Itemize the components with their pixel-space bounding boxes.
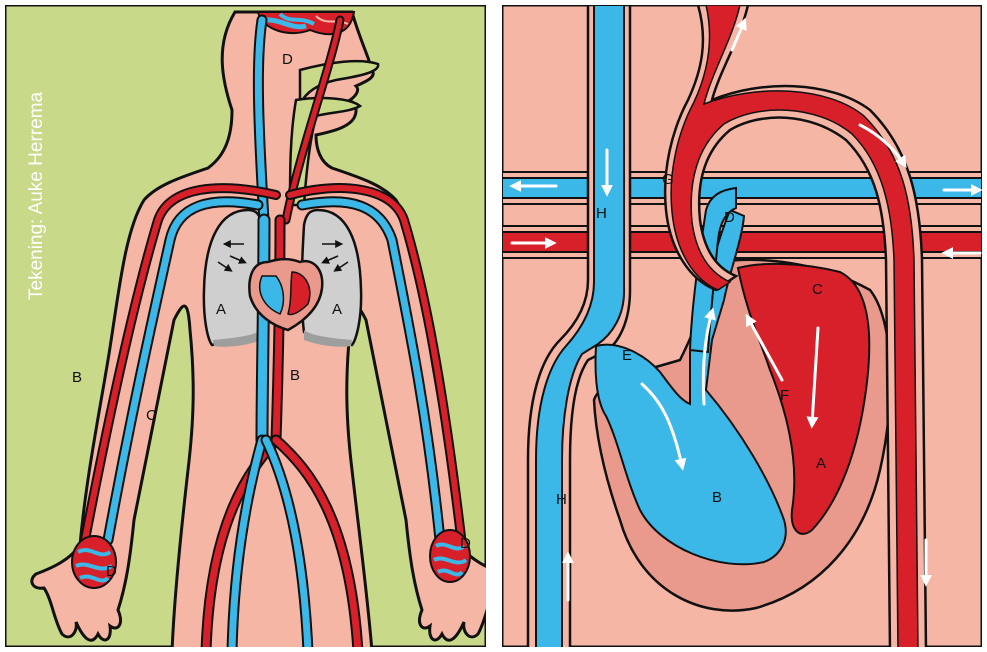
- label-d-head: D: [282, 51, 293, 68]
- label-e: E: [622, 347, 632, 364]
- label-h-top: H: [596, 205, 607, 222]
- label-g: G: [662, 171, 674, 188]
- label-d-right-hand: D: [460, 535, 471, 552]
- body-panel: D A A B B C D D Tekening: Auke Herrema: [5, 5, 508, 652]
- label-c-left-arm: C: [146, 407, 157, 424]
- label-c: C: [812, 281, 823, 298]
- label-b: B: [712, 489, 722, 506]
- label-h-bottom: H: [556, 491, 567, 508]
- label-d: D: [724, 209, 735, 226]
- label-a: A: [816, 455, 826, 472]
- label-d-left-hand: D: [106, 563, 117, 580]
- label-b-torso: B: [290, 367, 300, 384]
- label-f: F: [780, 387, 789, 404]
- label-a-right-lung: A: [332, 301, 342, 318]
- left-hand-capillaries: [72, 536, 116, 588]
- credit-text: Tekening: Auke Herrema: [26, 92, 47, 300]
- heart-panel: G H D C E F A B H: [502, 5, 982, 652]
- label-a-left-lung: A: [216, 301, 226, 318]
- label-b-left-arm: B: [72, 369, 82, 386]
